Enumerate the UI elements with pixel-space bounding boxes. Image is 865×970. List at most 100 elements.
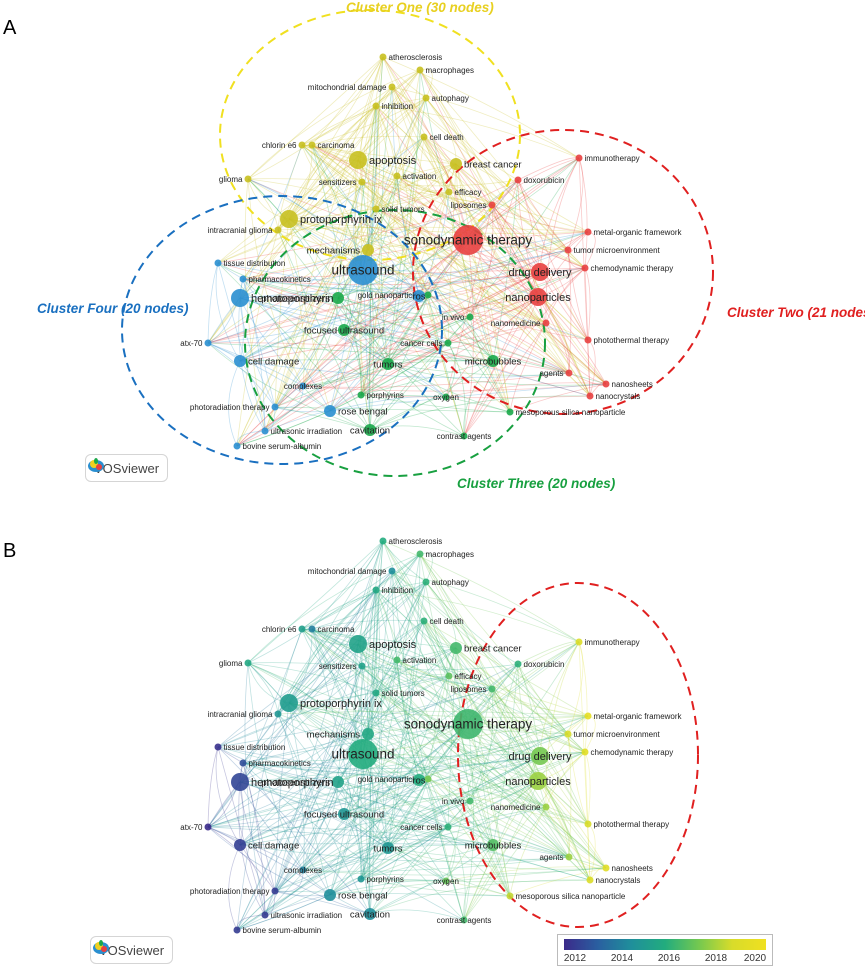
node-activation[interactable] (393, 656, 401, 664)
node-cancer-cells[interactable] (444, 823, 452, 831)
node-oxygen[interactable] (442, 877, 450, 885)
node-glioma[interactable] (244, 659, 252, 667)
node-macrophages[interactable] (416, 550, 424, 558)
node-inhibition[interactable] (372, 102, 380, 110)
node-contrast-agents[interactable] (460, 432, 468, 440)
node-cell-death[interactable] (420, 133, 428, 141)
node-efficacy[interactable] (445, 672, 453, 680)
node-atx-70[interactable] (204, 823, 212, 831)
node-drug-delivery[interactable] (531, 263, 549, 281)
node-nanosheets[interactable] (602, 380, 610, 388)
node-microbubbles[interactable] (487, 839, 499, 851)
node-porphyrins[interactable] (357, 875, 365, 883)
node-agents[interactable] (565, 853, 573, 861)
node-immunotherapy[interactable] (575, 638, 583, 646)
node-mitochondrial-damage[interactable] (388, 83, 396, 91)
node-inhibition[interactable] (372, 586, 380, 594)
node-sensitizers[interactable] (358, 662, 366, 670)
node-contrast-agents[interactable] (460, 916, 468, 924)
node-intracranial-glioma[interactable] (274, 710, 282, 718)
node-drug-delivery[interactable] (531, 747, 549, 765)
node-ultrasound[interactable] (348, 255, 378, 285)
node-protoporphyrin-ix[interactable] (280, 694, 298, 712)
node-atx-70[interactable] (204, 339, 212, 347)
node-solid-tumors[interactable] (372, 689, 380, 697)
node-photoradiation-therapy[interactable] (271, 887, 279, 895)
node-apoptosis[interactable] (349, 151, 367, 169)
node-protoporphyrin-ix[interactable] (280, 210, 298, 228)
node-sensitizers[interactable] (358, 178, 366, 186)
node-tumors[interactable] (382, 358, 394, 370)
node-cell-damage[interactable] (234, 839, 246, 851)
node-liposomes[interactable] (488, 201, 496, 209)
node-cavitation[interactable] (364, 424, 376, 436)
node-chlorin-e6[interactable] (298, 141, 306, 149)
node-autophagy[interactable] (422, 578, 430, 586)
node-breast-cancer[interactable] (450, 158, 462, 170)
node-gold-nanoparticles[interactable] (424, 775, 432, 783)
node-tumor-microenvironment[interactable] (564, 246, 572, 254)
node-atherosclerosis[interactable] (379, 537, 387, 545)
node-glioma[interactable] (244, 175, 252, 183)
node-mesoporous-silica-nanoparticle[interactable] (506, 408, 514, 416)
node-nanomedicine[interactable] (542, 319, 550, 327)
node-tissue-distribution[interactable] (214, 743, 222, 751)
node-sonodynamic-therapy[interactable] (453, 225, 483, 255)
node-nanoparticles[interactable] (529, 772, 547, 790)
node-bovine-serum-albumin[interactable] (233, 442, 241, 450)
node-cell-death[interactable] (420, 617, 428, 625)
node-photoradiation-therapy[interactable] (271, 403, 279, 411)
node-porphyrins[interactable] (357, 391, 365, 399)
node-tumors[interactable] (382, 842, 394, 854)
node-ultrasonic-irradiation[interactable] (261, 911, 269, 919)
node-nanoparticles[interactable] (529, 288, 547, 306)
node-solid-tumors[interactable] (372, 205, 380, 213)
node-carcinoma[interactable] (308, 141, 316, 149)
node-rose-bengal[interactable] (324, 405, 336, 417)
node-breast-cancer[interactable] (450, 642, 462, 654)
node-tumor-microenvironment[interactable] (564, 730, 572, 738)
node-metal-organic-framework[interactable] (584, 228, 592, 236)
node-in-vivo[interactable] (466, 313, 474, 321)
node-carcinoma[interactable] (308, 625, 316, 633)
node-photothermal-therapy[interactable] (584, 820, 592, 828)
node-cell-damage[interactable] (234, 355, 246, 367)
node-focused-ultrasound[interactable] (338, 324, 350, 336)
node-focused-ultrasound[interactable] (338, 808, 350, 820)
node-nanocrystals[interactable] (586, 876, 594, 884)
node-cavitation[interactable] (364, 908, 376, 920)
node-oxygen[interactable] (442, 393, 450, 401)
node-nanocrystals[interactable] (586, 392, 594, 400)
node-chlorin-e6[interactable] (298, 625, 306, 633)
node-chemodynamic-therapy[interactable] (581, 264, 589, 272)
node-agents[interactable] (565, 369, 573, 377)
node-in-vivo[interactable] (466, 797, 474, 805)
node-gold-nanoparticles[interactable] (424, 291, 432, 299)
node-macrophages[interactable] (416, 66, 424, 74)
node-rose-bengal[interactable] (324, 889, 336, 901)
node-nanomedicine[interactable] (542, 803, 550, 811)
node-ros[interactable] (413, 290, 425, 302)
node-chemodynamic-therapy[interactable] (581, 748, 589, 756)
node-microbubbles[interactable] (487, 355, 499, 367)
node-ros[interactable] (413, 774, 425, 786)
node-mechanisms[interactable] (362, 728, 374, 740)
node-photothermal-therapy[interactable] (584, 336, 592, 344)
node-hematoporphyrin[interactable] (231, 773, 249, 791)
node-photosensitizers[interactable] (332, 776, 344, 788)
node-mitochondrial-damage[interactable] (388, 567, 396, 575)
node-hematoporphyrin[interactable] (231, 289, 249, 307)
node-pharmacokinetics[interactable] (239, 759, 247, 767)
node-cancer-cells[interactable] (444, 339, 452, 347)
node-complexes[interactable] (299, 382, 307, 390)
node-intracranial-glioma[interactable] (274, 226, 282, 234)
node-mechanisms[interactable] (362, 244, 374, 256)
node-metal-organic-framework[interactable] (584, 712, 592, 720)
node-tissue-distribution[interactable] (214, 259, 222, 267)
node-mesoporous-silica-nanoparticle[interactable] (506, 892, 514, 900)
node-nanosheets[interactable] (602, 864, 610, 872)
node-atherosclerosis[interactable] (379, 53, 387, 61)
node-bovine-serum-albumin[interactable] (233, 926, 241, 934)
node-doxorubicin[interactable] (514, 660, 522, 668)
node-immunotherapy[interactable] (575, 154, 583, 162)
